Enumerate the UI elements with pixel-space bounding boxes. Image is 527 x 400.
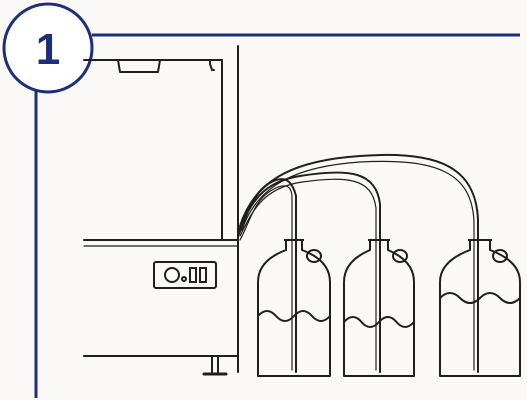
hose-2 <box>237 171 381 373</box>
liquid-level <box>257 310 331 322</box>
step-badge: 1 <box>2 2 94 94</box>
dial-icon <box>164 267 180 283</box>
container-1 <box>257 239 331 377</box>
button-icon <box>189 267 197 283</box>
dishwasher-foot <box>202 355 228 376</box>
container-3 <box>439 239 521 377</box>
button-icon <box>199 267 207 283</box>
dishwasher-handle <box>117 59 161 73</box>
container-handle <box>306 249 322 263</box>
indicator-light-icon <box>181 276 187 282</box>
detergent-containers <box>257 239 521 377</box>
liquid-level <box>439 292 521 304</box>
hose-3 <box>239 153 479 373</box>
step-frame <box>34 33 520 398</box>
dishwasher-cabinet <box>83 59 223 241</box>
container-handle <box>492 249 508 263</box>
liquid-level <box>343 316 415 328</box>
control-panel <box>153 261 217 289</box>
container-handle <box>392 249 408 263</box>
step-number: 1 <box>36 25 60 74</box>
container-2 <box>343 239 415 377</box>
hoses <box>237 153 479 373</box>
dishwasher <box>83 45 239 376</box>
